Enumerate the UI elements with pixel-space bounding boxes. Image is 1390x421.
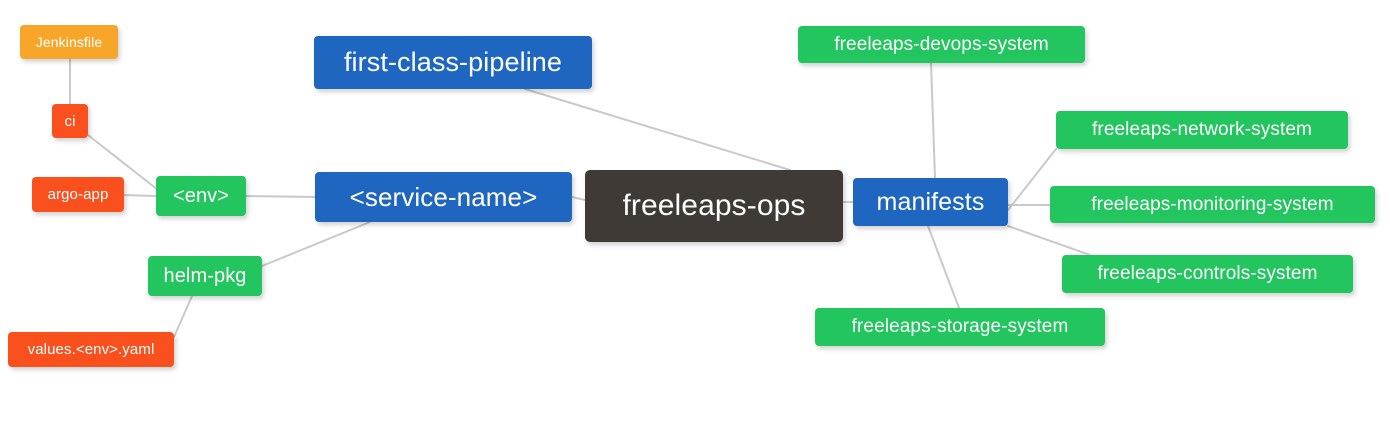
node-label: freeleaps-storage-system: [851, 316, 1069, 337]
mindmap-node-service-name[interactable]: <service-name>: [315, 172, 572, 222]
mindmap-node-values-yaml[interactable]: values.<env>.yaml: [8, 332, 174, 367]
edge-manifests-to-devops-system: [930, 62, 936, 179]
mindmap-node-network-system[interactable]: freeleaps-network-system: [1056, 111, 1348, 149]
node-label: argo-app: [47, 186, 109, 203]
mindmap-node-controls-system[interactable]: freeleaps-controls-system: [1062, 255, 1353, 293]
edge-helm-pkg-to-service-name: [261, 221, 371, 267]
edge-first-class-pipeline-to-freeleaps-ops: [524, 88, 791, 171]
node-label: <service-name>: [349, 181, 538, 212]
mindmap-node-monitoring-system[interactable]: freeleaps-monitoring-system: [1050, 186, 1375, 223]
mindmap-node-devops-system[interactable]: freeleaps-devops-system: [798, 26, 1085, 63]
node-label: helm-pkg: [163, 264, 247, 287]
edge-manifests-to-network-system: [1007, 148, 1057, 211]
mindmap-node-manifests[interactable]: manifests: [853, 178, 1008, 226]
edge-service-name-to-freeleaps-ops: [571, 196, 586, 201]
mindmap-node-freeleaps-ops[interactable]: freeleaps-ops: [585, 170, 843, 242]
mindmap-node-jenkinsfile[interactable]: Jenkinsfile: [20, 25, 118, 59]
node-label: manifests: [876, 187, 985, 216]
mindmap-node-storage-system[interactable]: freeleaps-storage-system: [815, 308, 1105, 346]
mindmap-node-first-class-pipeline[interactable]: first-class-pipeline: [314, 36, 592, 89]
edge-manifests-to-controls-system: [1007, 225, 1091, 256]
node-label: first-class-pipeline: [343, 47, 563, 77]
node-label: values.<env>.yaml: [27, 341, 155, 358]
edge-env-to-service-name: [245, 195, 316, 198]
node-label: freeleaps-ops: [622, 189, 806, 222]
edge-values-yaml-to-helm-pkg: [173, 295, 193, 338]
node-label: ci: [64, 112, 76, 130]
mindmap-node-ci[interactable]: ci: [52, 104, 88, 138]
node-label: freeleaps-monitoring-system: [1091, 193, 1334, 215]
node-label: freeleaps-controls-system: [1097, 263, 1318, 284]
node-label: freeleaps-devops-system: [834, 33, 1049, 55]
edge-argo-app-to-env: [123, 194, 157, 197]
node-label: freeleaps-network-system: [1092, 119, 1312, 140]
edge-manifests-to-storage-system: [927, 225, 960, 309]
mindmap-node-env[interactable]: <env>: [156, 176, 246, 216]
mindmap-node-argo-app[interactable]: argo-app: [32, 177, 124, 212]
node-label: <env>: [172, 184, 230, 207]
mindmap-node-helm-pkg[interactable]: helm-pkg: [148, 256, 262, 296]
node-label: Jenkinsfile: [35, 34, 103, 50]
